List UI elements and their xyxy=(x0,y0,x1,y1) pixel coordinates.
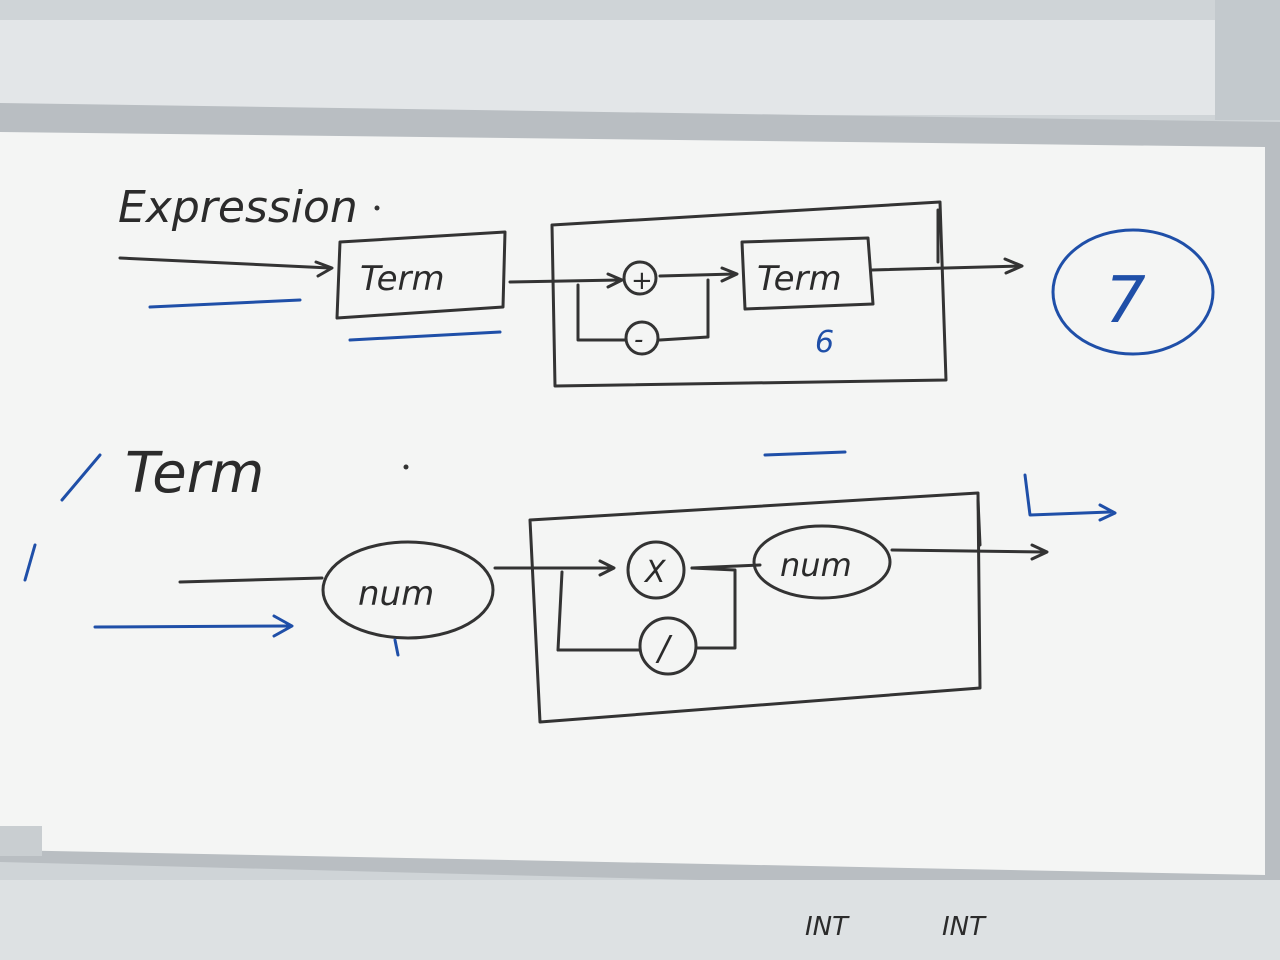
divide-op-label: / xyxy=(655,629,673,669)
term-right-arrowhead xyxy=(720,266,739,283)
int-label-left: INT xyxy=(805,912,850,942)
term-title-dot xyxy=(403,464,409,470)
num-right-oval xyxy=(752,524,892,600)
expression-entry-line xyxy=(118,256,332,270)
plus-op-circle xyxy=(622,260,658,296)
blue-tick-mark xyxy=(393,638,400,657)
right-frame xyxy=(1215,0,1280,120)
top-blue-dash xyxy=(763,450,847,457)
divide-return-path xyxy=(690,566,737,650)
term-box-left-label: Term xyxy=(360,259,445,299)
plus-to-term-line xyxy=(658,272,737,278)
term-exit-line xyxy=(890,548,1047,554)
blue-exit-arrowhead xyxy=(1098,503,1117,522)
marker-tray-clip xyxy=(0,826,42,856)
term-underline-blue xyxy=(348,330,502,342)
term-blue-arrowhead xyxy=(272,614,294,638)
annotation-six: 6 xyxy=(815,325,834,360)
term-box-right-label: Term xyxy=(757,259,842,299)
term-title: Term xyxy=(125,441,264,506)
minus-op-circle xyxy=(624,320,660,356)
minus-branch-path xyxy=(576,283,627,342)
expression-blue-entry-line xyxy=(148,298,302,309)
multiply-op-circle xyxy=(626,540,686,600)
divide-branch-path xyxy=(556,570,642,652)
blue-exit-stroke xyxy=(1023,473,1112,517)
expression-loop-box xyxy=(550,200,948,388)
term-blue-stroke xyxy=(60,453,102,502)
multiply-to-num-line xyxy=(690,563,762,570)
minus-op-label: - xyxy=(634,325,643,355)
left-blue-paren xyxy=(23,543,37,582)
divide-op-circle xyxy=(638,616,698,676)
connector-to-plus xyxy=(508,278,622,284)
minus-return-path xyxy=(658,278,710,342)
term-entry-line xyxy=(178,576,324,584)
term-loop-back-line xyxy=(976,498,982,547)
term-exit-arrowhead xyxy=(1030,543,1049,561)
num-left-oval xyxy=(321,540,495,640)
below-board-area xyxy=(0,880,1280,960)
term-blue-entry-line xyxy=(93,624,292,629)
term-loop-box xyxy=(528,491,982,724)
expression-exit-line xyxy=(870,264,1022,272)
expression-title: Expression xyxy=(118,182,358,233)
num-left-label: num xyxy=(358,574,434,614)
num-right-label: num xyxy=(780,546,852,584)
term-box-left xyxy=(335,230,507,320)
int-label-right: INT xyxy=(942,912,987,942)
title-dot xyxy=(374,205,380,211)
expression-exit-arrowhead xyxy=(1003,257,1024,275)
circled-number-ring xyxy=(1051,228,1215,356)
circled-number: 7 xyxy=(1105,264,1146,338)
expression-entry-arrowhead xyxy=(314,260,334,278)
plus-op-label: + xyxy=(631,266,653,296)
term-box-right xyxy=(740,236,875,311)
multiply-arrowhead xyxy=(598,559,616,577)
plus-arrowhead xyxy=(606,272,624,289)
upper-board xyxy=(0,20,1280,115)
multiply-op-label: X xyxy=(643,555,667,590)
